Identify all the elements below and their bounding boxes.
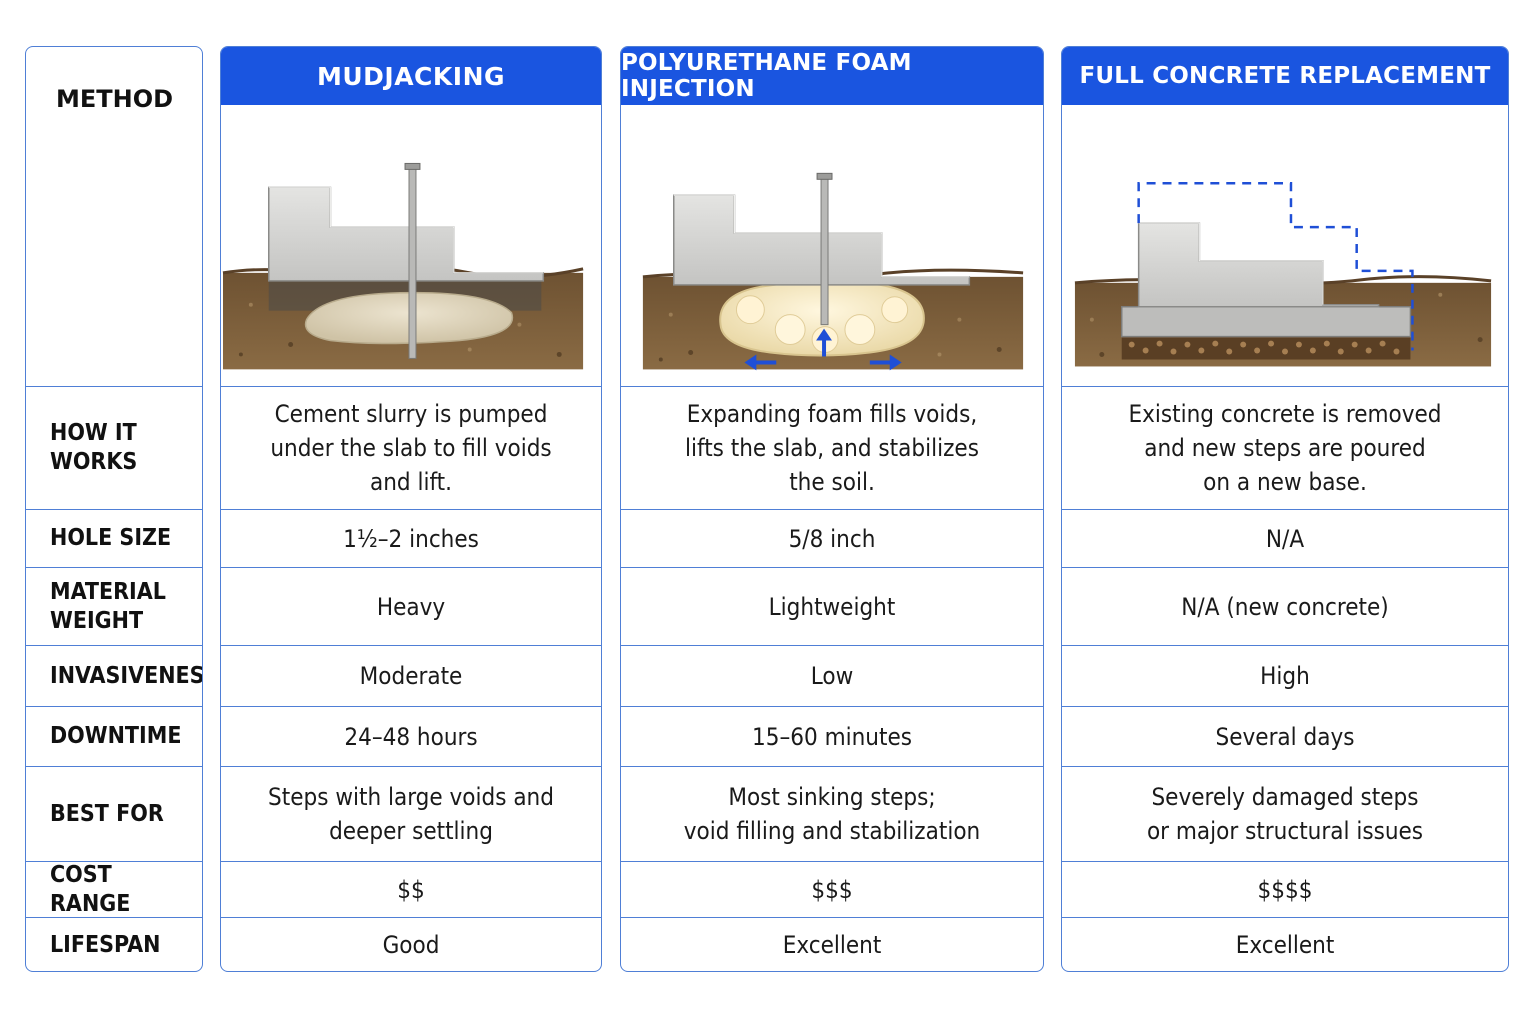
row-divider: [1062, 645, 1508, 646]
method-header: FULL CONCRETE REPLACEMENT: [1062, 47, 1508, 105]
row-divider: [221, 917, 601, 918]
cell-best-for: Severely damaged steps or major structur…: [1146, 783, 1424, 845]
new-steps-outline: [1137, 182, 1414, 351]
row-label-downtime: DOWNTIME: [50, 723, 182, 749]
cell-downtime: Several days: [1215, 722, 1355, 751]
row-divider: [621, 645, 1043, 646]
cell-how-it-works: Cement slurry is pumped under the slab t…: [270, 400, 552, 496]
cell-cost-range: $$$: [811, 875, 853, 904]
cell-best-for: Steps with large voids and deeper settli…: [268, 783, 554, 845]
row-divider: [1062, 567, 1508, 568]
row-divider: [26, 917, 202, 918]
lift-arrow-icon: [816, 328, 832, 357]
row-divider: [621, 706, 1043, 707]
method-label: METHOD: [56, 85, 174, 113]
cell-downtime: 15–60 minutes: [752, 722, 912, 751]
row-label-hole-size: HOLE SIZE: [50, 525, 172, 551]
row-divider: [26, 706, 202, 707]
row-divider: [26, 567, 202, 568]
cell-how-it-works: Expanding foam fills voids, lifts the sl…: [685, 400, 979, 496]
row-divider: [26, 386, 202, 387]
method-header: POLYURETHANE FOAM INJECTION: [621, 47, 1043, 105]
row-label-best-for: BEST FOR: [50, 800, 164, 827]
row-label-cost-range: COST RANGE: [50, 861, 131, 917]
foam-injection-diagram: [642, 172, 1024, 371]
cell-hole-size: N/A: [1265, 524, 1305, 553]
row-divider: [621, 567, 1043, 568]
cell-hole-size: 5/8 inch: [788, 524, 876, 553]
row-divider: [1062, 917, 1508, 918]
cell-cost-range: $$$$: [1257, 875, 1313, 904]
row-divider: [26, 645, 202, 646]
cell-best-for: Most sinking steps; void filling and sta…: [683, 783, 981, 845]
row-divider: [221, 706, 601, 707]
row-divider: [621, 509, 1043, 510]
row-divider: [621, 386, 1043, 387]
cell-invasiveness: Low: [810, 662, 854, 690]
method-column-full-replacement: FULL CONCRETE REPLACEMENT Existing concr…: [1061, 46, 1509, 972]
row-divider: [621, 917, 1043, 918]
row-label-material-weight: MATERIAL WEIGHT: [50, 578, 166, 634]
cell-material-weight: Heavy: [376, 592, 446, 621]
row-divider: [221, 861, 601, 862]
row-divider: [26, 861, 202, 862]
row-divider: [26, 509, 202, 510]
row-divider: [221, 567, 601, 568]
row-label-how-it-works: HOW IT WORKS: [50, 420, 138, 475]
row-divider: [26, 766, 202, 767]
cell-material-weight: N/A (new concrete): [1181, 592, 1389, 621]
cell-cost-range: $$: [397, 875, 425, 904]
mudjacking-diagram: [222, 162, 584, 370]
row-label-invasiveness: INVASIVENESS: [50, 662, 203, 689]
cell-lifespan: Excellent: [1235, 931, 1335, 959]
row-label-lifespan: LIFESPAN: [50, 931, 161, 958]
row-divider: [621, 766, 1043, 767]
cell-material-weight: Lightweight: [768, 592, 896, 621]
row-divider: [1062, 861, 1508, 862]
row-divider: [221, 509, 601, 510]
cell-invasiveness: Moderate: [359, 662, 463, 690]
row-divider: [221, 645, 601, 646]
row-divider: [1062, 509, 1508, 510]
row-divider: [1062, 386, 1508, 387]
method-column-mudjacking: MUDJACKING Cement slurry is pumped under…: [220, 46, 602, 972]
row-divider: [1062, 766, 1508, 767]
spread-right-arrow-icon: [869, 354, 902, 371]
row-divider: [621, 861, 1043, 862]
method-header: MUDJACKING: [221, 47, 601, 105]
row-divider: [1062, 706, 1508, 707]
method-column-foam-injection: POLYURETHANE FOAM INJECTION Expanding fo…: [620, 46, 1044, 972]
cell-hole-size: 1½–2 inches: [343, 524, 479, 553]
label-column: METHOD HOW IT WORKS HOLE SIZE MATERIAL W…: [25, 46, 203, 972]
cell-invasiveness: High: [1260, 662, 1310, 690]
cell-downtime: 24–48 hours: [344, 722, 478, 751]
cell-lifespan: Excellent: [782, 931, 882, 959]
cell-how-it-works: Existing concrete is removed and new ste…: [1128, 400, 1442, 496]
spread-left-arrow-icon: [744, 354, 777, 371]
replacement-diagram: [1074, 182, 1492, 367]
row-divider: [221, 766, 601, 767]
cell-lifespan: Good: [382, 931, 440, 959]
row-divider: [221, 386, 601, 387]
